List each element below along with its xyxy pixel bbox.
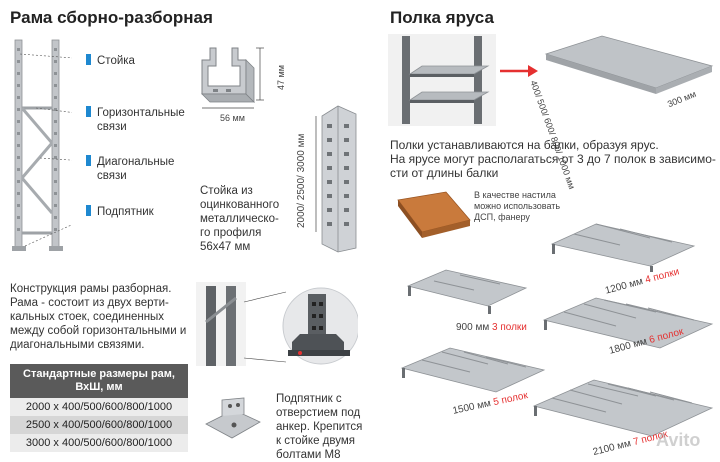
upright-desc-line: металлическо-: [200, 213, 279, 225]
shelf-desc-1: Полки устанавливаются на балки, образуя …: [390, 138, 659, 152]
shelf-set-2100-illustration: [532, 379, 714, 437]
board-illustration: [397, 191, 471, 238]
sizes-table-header: Стандартные размеры рам,ВхШ, мм: [10, 364, 188, 398]
sizes-header-line: Стандартные размеры рам,: [23, 368, 175, 380]
table-cell: 3000 х 400/500/600/800/1000: [10, 434, 188, 452]
board-note-line: ДСП, фанеру: [474, 212, 530, 222]
upright-desc-line: Стойка из: [200, 185, 253, 197]
profile-depth-label: 47 мм: [276, 65, 286, 90]
board-note: В качестве настила можно использовать ДС…: [474, 190, 560, 223]
label-marker: [86, 106, 91, 117]
shelf-title: Полка яруса: [390, 8, 494, 27]
footplate-zoom-illustration: [196, 282, 358, 366]
frame-desc-line: между собой горизонтальными и: [10, 325, 187, 337]
table-row: 2000 х 400/500/600/800/1000: [10, 398, 188, 416]
frame-illustration: [12, 39, 72, 251]
footplate-illustration: [205, 397, 261, 439]
frame-description: Конструкция рамы разборная. Рама - состо…: [10, 282, 188, 352]
set-count: 3 полки: [492, 322, 527, 333]
frame-desc-line: диагональными связями.: [10, 339, 145, 351]
shelf-panel-illustration: [544, 35, 714, 94]
shelf-desc-2: На ярусе могут располагаться от 3 до 7 п…: [390, 152, 716, 166]
label-upright-text: Стойка: [97, 55, 135, 67]
label-horizontal-text-1: Горизонтальные: [97, 107, 185, 119]
board-note-line: можно использовать: [474, 201, 561, 211]
profile-width-label: 56 мм: [220, 113, 245, 123]
set-length: 900 мм: [456, 322, 490, 333]
table-cell: 2500 х 400/500/600/800/1000: [10, 416, 188, 434]
footplate-desc-line: к стойке двумя: [276, 435, 356, 447]
table-cell: 2000 х 400/500/600/800/1000: [10, 398, 188, 416]
sizes-table: Стандартные размеры рам,ВхШ, мм 2000 х 4…: [10, 364, 188, 452]
label-horizontal-text-2: связи: [97, 121, 127, 133]
footplate-desc-line: анкер. Крепится: [276, 421, 363, 433]
footplate-desc-line: болтами М8: [276, 449, 341, 461]
set-length: 1500 мм: [451, 398, 492, 417]
sizes-header-line: ВхШ, мм: [75, 381, 123, 393]
label-footplate-text: Подпятник: [97, 206, 154, 218]
frame-desc-line: Конструкция рамы разборная.: [10, 283, 172, 295]
label-diagonal-text-2: связи: [97, 170, 127, 182]
set-900-label: 900 мм 3 полки: [456, 322, 527, 333]
label-marker: [86, 205, 91, 216]
footplate-desc-line: отверстием под: [276, 407, 361, 419]
label-horizontal: Горизонтальные связи: [86, 106, 185, 134]
board-note-line: В качестве настила: [474, 190, 556, 200]
shelf-set-900-illustration: [406, 269, 528, 314]
table-row: 3000 х 400/500/600/800/1000: [10, 434, 188, 452]
frame-desc-line: кальных стоек, соединенных: [10, 311, 165, 323]
label-diagonal: Диагональные связи: [86, 155, 174, 183]
upright-desc-line: го профиля: [200, 227, 262, 239]
profile-section-illustration: [201, 47, 264, 109]
footplate-desc-line: Подпятник с: [276, 393, 342, 405]
upright-illustration: [315, 105, 357, 253]
footplate-description: Подпятник с отверстием под анкер. Крепит…: [276, 392, 376, 462]
label-marker: [86, 54, 91, 65]
sizes-table-wrap: Стандартные размеры рам,ВхШ, мм 2000 х 4…: [10, 364, 188, 452]
shelf-set-1200-illustration: [550, 223, 696, 272]
shelf-desc-3: сти от длины балки: [390, 166, 499, 180]
arrow-icon: [500, 65, 538, 77]
label-diagonal-text-1: Диагональные: [97, 156, 175, 168]
upright-desc-line: оцинкованного: [200, 199, 280, 211]
frame-title: Рама сборно-разборная: [10, 8, 213, 27]
label-upright: Стойка: [86, 54, 135, 68]
avito-watermark: Avito: [656, 430, 701, 450]
upright-height-label: 2000/ 2500/ 3000 мм: [296, 133, 307, 228]
frame-desc-line: Рама - состоит из двух верти-: [10, 297, 169, 309]
shelf-set-1800-illustration: [542, 297, 714, 349]
upright-description: Стойка из оцинкованного металлическо- го…: [200, 184, 296, 254]
table-row: 2500 х 400/500/600/800/1000: [10, 416, 188, 434]
upright-desc-line: 56х47 мм: [200, 241, 251, 253]
shelf-set-1500-illustration: [400, 347, 546, 393]
rack-illustration: [388, 34, 496, 126]
label-footplate: Подпятник: [86, 205, 154, 219]
label-marker: [86, 155, 91, 166]
